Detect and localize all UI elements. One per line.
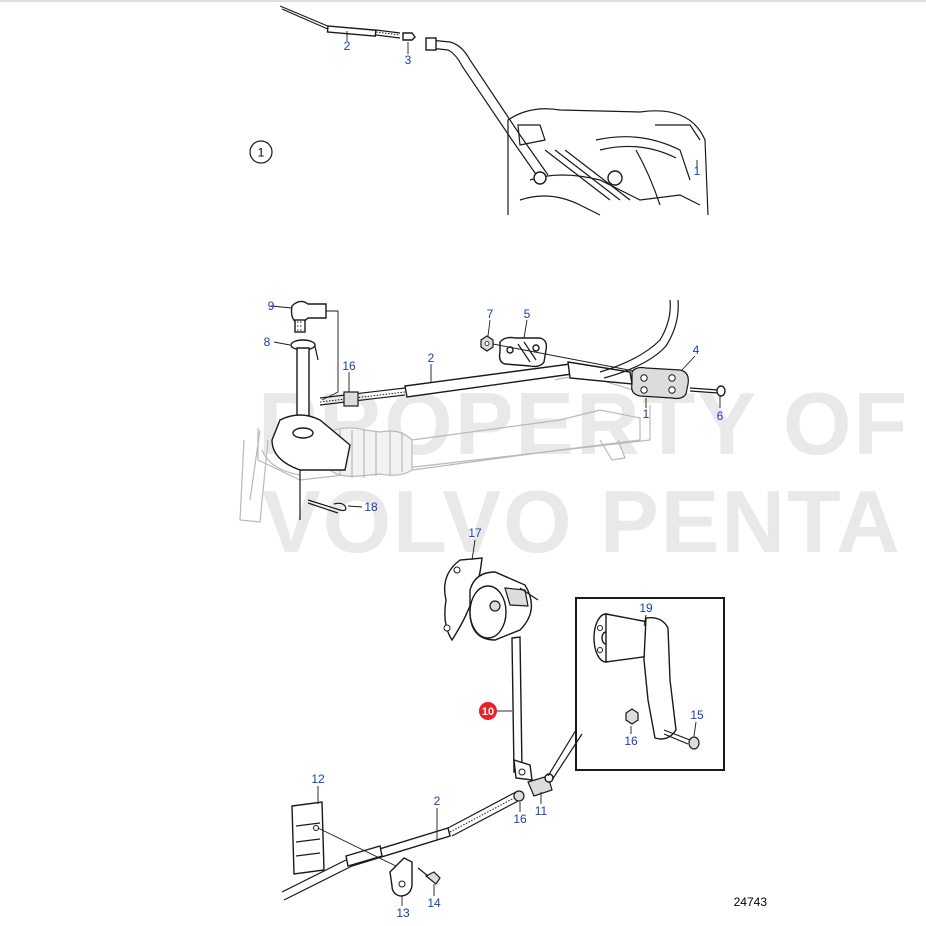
callout-16-mid: 16	[342, 359, 356, 373]
locknut-part-16	[343, 391, 359, 407]
callout-4: 4	[693, 343, 700, 357]
clip-part-13	[389, 857, 413, 897]
section-control-unit: 17 19 15 16 12 2 16 11 13 14 10	[281, 526, 725, 920]
highlighted-callout-marker	[479, 702, 497, 720]
cylinder-yoke	[271, 414, 351, 471]
ball-joint-part-9	[290, 300, 327, 323]
rod-end-part-3	[402, 32, 416, 41]
mounting-plate-part-12	[291, 801, 325, 875]
circled-variant-marker	[249, 140, 273, 164]
callout-2-mid: 2	[428, 351, 435, 365]
callout-7: 7	[487, 307, 494, 321]
engine-block	[425, 37, 709, 216]
callout-18: 18	[364, 500, 378, 514]
callout-2-bot: 2	[434, 794, 441, 808]
callout-12: 12	[311, 772, 325, 786]
callout-10: 10	[482, 706, 494, 718]
split-pin-part-18	[307, 499, 347, 512]
cable-sleeve-top	[326, 25, 377, 37]
callout-8: 8	[264, 335, 271, 349]
bolt-part-6	[689, 387, 719, 394]
callout-16-inset: 16	[624, 734, 638, 748]
figure-id: 24743	[734, 895, 768, 909]
callout-6: 6	[717, 409, 724, 423]
handle-part-19	[593, 613, 677, 740]
nut-part-16-inset	[625, 708, 639, 725]
callout-14: 14	[427, 896, 441, 910]
steering-cylinder-ghost	[239, 376, 651, 523]
inset-pointer	[547, 729, 583, 781]
bolt-part-15	[663, 729, 691, 745]
section-steering-cylinder: 9 8 16 2 7 5 4 1 6 18	[239, 299, 726, 523]
clamp-part-4	[631, 366, 689, 400]
circled-variant-label: 1	[258, 146, 265, 160]
callout-1-mid: 1	[643, 407, 650, 421]
screw-part-14	[424, 871, 441, 885]
callout-16-bot: 16	[513, 812, 527, 826]
callout-17: 17	[468, 526, 482, 540]
callout-15: 15	[690, 708, 704, 722]
lever-part-10	[511, 636, 523, 773]
section-engine-cable: 2 3 1 1	[249, 5, 709, 216]
callout-9: 9	[268, 299, 275, 313]
locknut-part-16-bot	[513, 790, 525, 802]
callout-13: 13	[396, 906, 410, 920]
watermark-line-2: VOLVO PENTA	[262, 472, 902, 571]
callout-1-top: 1	[694, 164, 701, 178]
callout-3-top: 3	[405, 53, 412, 67]
callout-2-top: 2	[344, 39, 351, 53]
callout-19: 19	[639, 601, 653, 615]
actuator-part-17	[443, 557, 539, 642]
cable-top	[279, 5, 331, 28]
callout-11: 11	[535, 804, 548, 818]
watermark: PROPERTY OF VOLVO PENTA	[258, 374, 907, 571]
callout-5: 5	[524, 307, 531, 321]
